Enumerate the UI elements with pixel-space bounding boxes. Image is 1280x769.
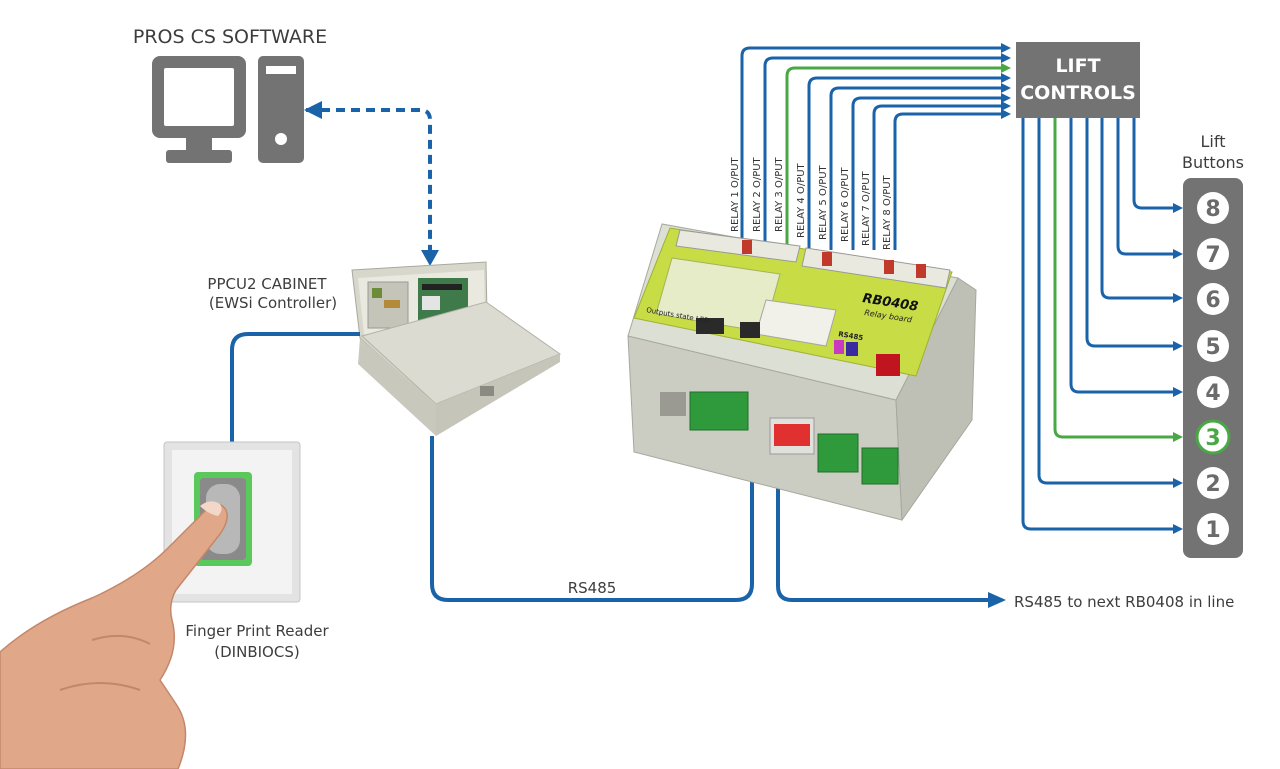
lift-button-6-number: 6 <box>1205 288 1220 313</box>
cabinet-label-line2: (EWSi Controller) <box>209 294 337 312</box>
lift-button-2: 2 <box>1197 467 1229 499</box>
relay-label-6: RELAY 6 O/PUT <box>840 166 851 242</box>
rs485-bus-line <box>430 436 754 602</box>
lift-button-7-number: 7 <box>1205 243 1220 268</box>
relay-label-2: RELAY 2 O/PUT <box>752 156 763 232</box>
relay-line-5 <box>829 83 1011 250</box>
line-to-button-5 <box>1085 118 1183 351</box>
relay-line-2 <box>763 53 1011 250</box>
cabinet-label-line1: PPCU2 CABINET <box>207 275 327 293</box>
line-to-button-3 <box>1053 118 1183 442</box>
lift-button-8-number: 8 <box>1205 197 1220 222</box>
reader-label-line1: Finger Print Reader <box>185 622 329 640</box>
relay-line-4 <box>807 73 1011 250</box>
lift-controls-line1: LIFT <box>1055 55 1100 77</box>
relay-label-3: RELAY 3 O/PUT <box>774 156 785 232</box>
rs485-label: RS485 <box>568 579 617 597</box>
rb0408-relay-board-image <box>627 223 977 522</box>
rs485-next-line <box>776 476 1006 608</box>
relay-line-1 <box>740 43 1011 250</box>
line-to-button-4 <box>1069 118 1183 397</box>
reader-label-line2: (DINBIOCS) <box>214 643 299 661</box>
lift-button-1: 1 <box>1197 513 1229 545</box>
lift-button-2-number: 2 <box>1205 472 1220 497</box>
relay-line-7 <box>872 101 1011 250</box>
software-title: PROS CS SOFTWARE <box>133 26 327 48</box>
line-to-button-6 <box>1100 118 1183 303</box>
relay-label-8: RELAY 8 O/PUT <box>882 174 893 250</box>
relay-label-5: RELAY 5 O/PUT <box>818 164 829 240</box>
rs485-next-label: RS485 to next RB0408 in line <box>1014 593 1234 611</box>
line-to-button-8 <box>1132 118 1183 213</box>
lift-buttons-label-line1: Lift <box>1201 132 1226 151</box>
computer-icon <box>152 56 304 163</box>
software-link-arrow-down <box>421 250 439 266</box>
lift-button-7: 7 <box>1197 238 1229 270</box>
lift-controls-line2: CONTROLS <box>1020 82 1136 104</box>
ppcu2-cabinet-image <box>351 261 562 436</box>
lift-control-output-lines <box>1021 118 1183 534</box>
relay-label-7: RELAY 7 O/PUT <box>861 170 872 246</box>
relay-line-6 <box>851 93 1011 250</box>
lift-button-4: 4 <box>1197 376 1229 408</box>
reader-to-cabinet-line <box>230 332 360 442</box>
relay-output-lines <box>740 43 1011 250</box>
lift-buttons-panel <box>1183 178 1243 558</box>
lift-buttons-label-line2: Buttons <box>1182 153 1244 172</box>
lift-button-3: 3 <box>1195 419 1231 455</box>
pointing-hand-image <box>0 501 228 769</box>
relay-line-3 <box>785 63 1011 250</box>
line-to-button-7 <box>1116 118 1183 259</box>
line-to-button-2 <box>1037 118 1183 488</box>
software-link <box>306 108 432 258</box>
relay-line-8 <box>893 109 1011 250</box>
relay-label-4: RELAY 4 O/PUT <box>796 162 807 238</box>
lift-button-5-number: 5 <box>1205 335 1220 360</box>
relay-labels: RELAY 1 O/PUT RELAY 2 O/PUT RELAY 3 O/PU… <box>730 156 893 250</box>
relay-label-1: RELAY 1 O/PUT <box>730 156 741 232</box>
lift-button-4-number: 4 <box>1205 381 1220 406</box>
lift-button-3-number: 3 <box>1205 426 1220 451</box>
line-to-button-1 <box>1021 118 1183 534</box>
lift-controls-box <box>1016 42 1140 118</box>
lift-button-5: 5 <box>1197 330 1229 362</box>
lift-button-8: 8 <box>1197 192 1229 224</box>
software-link-arrow-left <box>304 101 322 119</box>
lift-button-1-number: 1 <box>1205 518 1220 543</box>
lift-button-6: 6 <box>1197 283 1229 315</box>
